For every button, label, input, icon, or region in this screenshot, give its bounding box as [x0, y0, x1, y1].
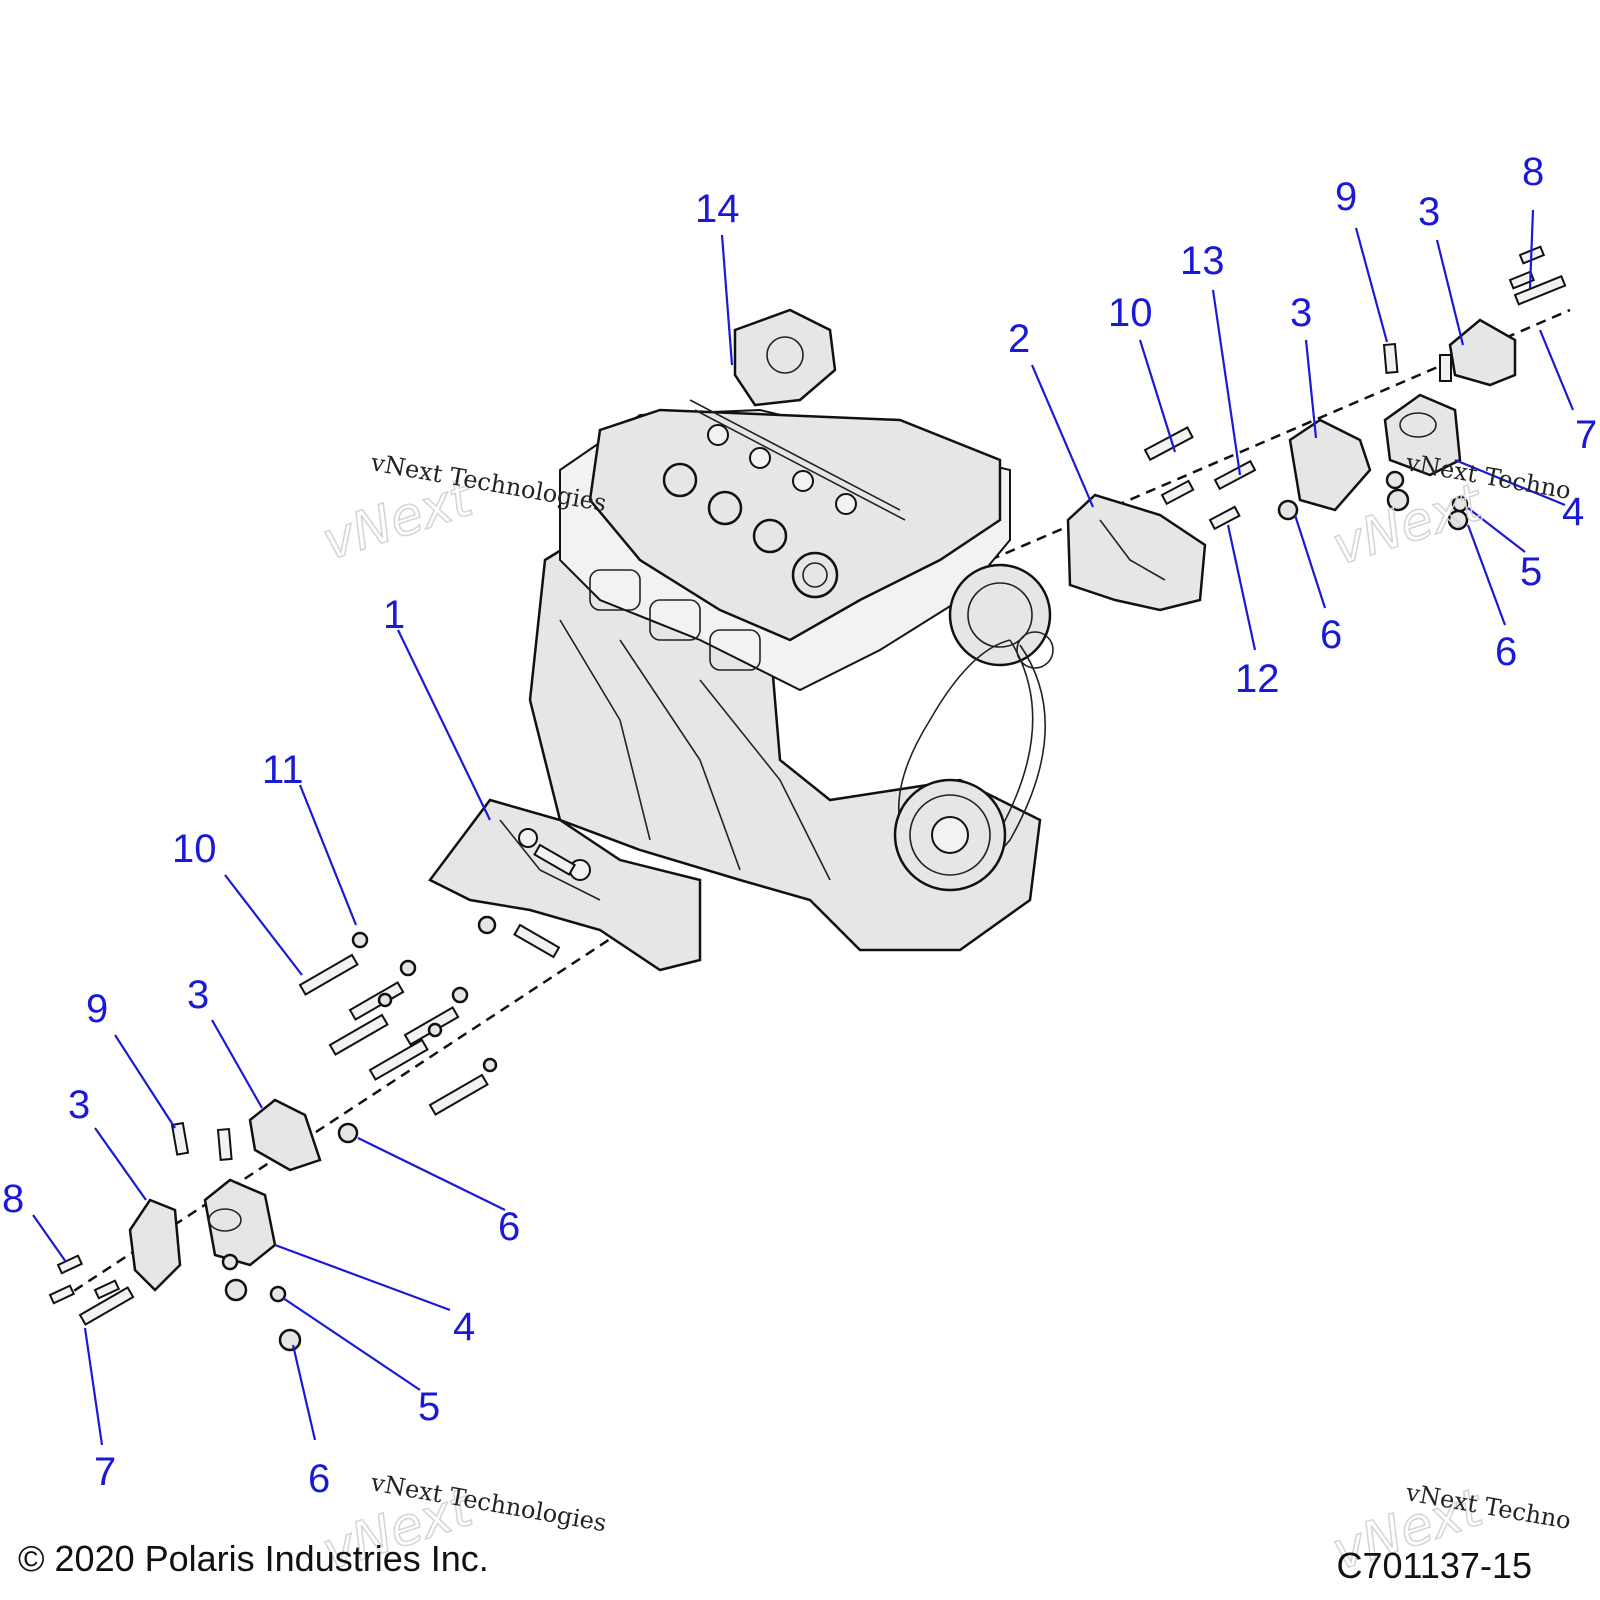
rear-mount-hardware [1143, 245, 1567, 531]
callout-6-front-a: 6 [498, 1205, 520, 1249]
callout-5-front: 5 [418, 1385, 440, 1429]
front-mount-hardware [48, 843, 577, 1352]
callout-1: 1 [383, 593, 405, 637]
callout-11: 11 [262, 748, 304, 792]
copyright-notice: © 2020 Polaris Industries Inc. [18, 1538, 489, 1579]
callout-9-rear: 9 [1335, 175, 1357, 219]
watermark-marks: vNext vNext Technologies vNext vNext Tec… [315, 448, 1573, 1583]
callout-6-rear-a: 6 [1320, 613, 1342, 657]
callout-10-front: 10 [172, 827, 217, 871]
callout-7-rear: 7 [1575, 413, 1597, 457]
callout-2: 2 [1008, 317, 1030, 361]
engine-bracket-front [428, 798, 702, 972]
callout-14: 14 [695, 187, 740, 231]
callout-3-front-b: 3 [68, 1083, 90, 1127]
callout-13: 13 [1180, 239, 1225, 283]
leader-lines [32, 209, 1575, 1446]
callout-6-front-b: 6 [308, 1457, 330, 1501]
figure-code: C701137-15 [1336, 1545, 1533, 1586]
callout-4-front: 4 [453, 1305, 475, 1349]
engine-bracket-rear [1066, 493, 1207, 612]
callout-4-rear: 4 [1562, 490, 1584, 534]
engine-assembly [528, 308, 1054, 952]
callout-3-rear-b: 3 [1418, 190, 1440, 234]
callout-8-rear: 8 [1522, 150, 1544, 194]
callout-3-front-a: 3 [187, 973, 209, 1017]
callout-12: 12 [1235, 657, 1280, 701]
callout-5-rear: 5 [1520, 550, 1542, 594]
callout-7-front: 7 [94, 1450, 116, 1494]
callout-3-rear-a: 3 [1290, 291, 1312, 335]
callout-10-rear: 10 [1108, 291, 1153, 335]
callout-8-front: 8 [2, 1177, 24, 1221]
callout-6-rear-b: 6 [1495, 630, 1517, 674]
callout-labels: 14 2 10 13 3 9 3 8 7 4 5 6 6 12 1 11 10 … [2, 150, 1597, 1501]
callout-9-front: 9 [86, 987, 108, 1031]
